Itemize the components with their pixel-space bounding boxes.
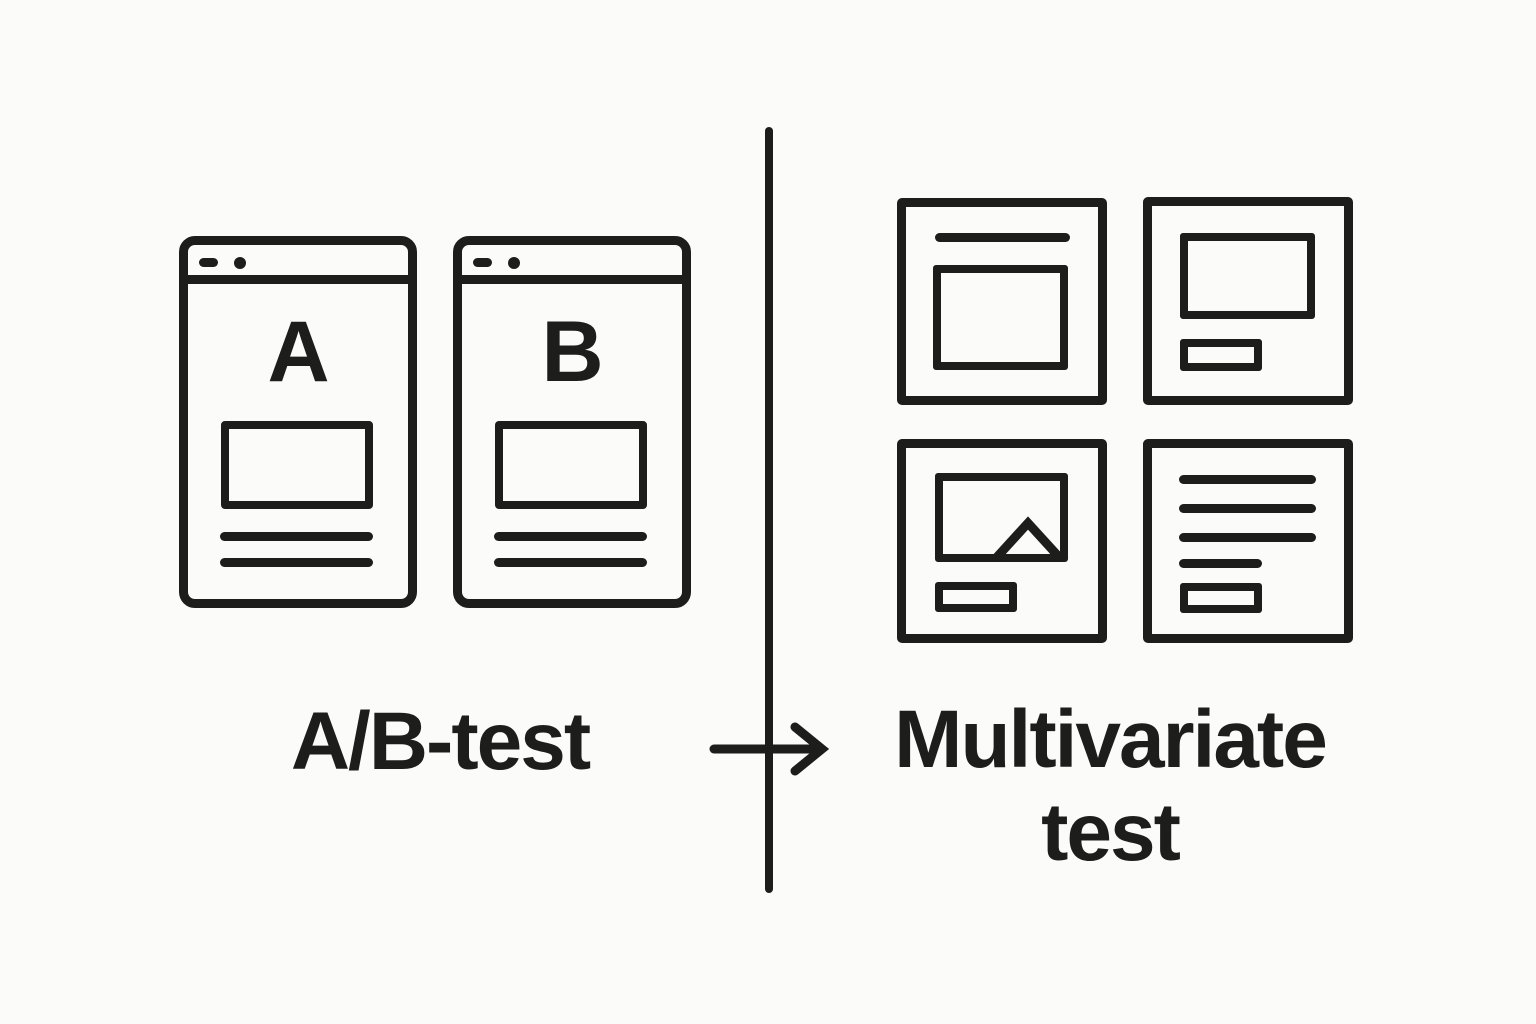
divider-line — [765, 127, 773, 893]
right-section-label-line1: Multivariate — [894, 694, 1328, 785]
arrow-right-icon — [709, 722, 830, 776]
right-section-label-line2: test — [1041, 786, 1181, 878]
variant-b-letter: B — [541, 304, 603, 400]
variant-tile-picture-button — [897, 439, 1107, 643]
variant-tile-image-button — [1143, 197, 1353, 405]
large-image-placeholder — [933, 265, 1068, 370]
text-line-placeholder — [494, 532, 647, 541]
image-placeholder — [495, 421, 647, 509]
variant-a-window: A — [179, 236, 417, 608]
window-titlebar — [188, 245, 408, 284]
mountain-icon — [992, 516, 1064, 562]
text-line-placeholder — [1179, 533, 1316, 542]
right-section-label: Multivariate test — [850, 694, 1370, 879]
window-control-dot-icon — [508, 257, 520, 269]
short-text-line-placeholder — [1179, 559, 1262, 568]
window-titlebar — [462, 245, 682, 284]
variant-tile-text-button — [1143, 439, 1353, 643]
variant-tile-headline-image — [897, 198, 1107, 405]
window-control-dash-icon — [473, 258, 492, 267]
text-line-placeholder — [1179, 475, 1316, 484]
text-line-placeholder — [494, 558, 647, 567]
window-control-dot-icon — [234, 257, 246, 269]
text-line-placeholder — [1179, 504, 1316, 513]
variant-a-letter: A — [267, 304, 329, 400]
headline-line-placeholder — [935, 233, 1070, 242]
button-placeholder — [1180, 583, 1262, 613]
variant-b-window: B — [453, 236, 691, 608]
button-placeholder — [1180, 339, 1262, 371]
left-section-label: A/B-test — [290, 696, 591, 787]
image-placeholder — [1180, 233, 1315, 319]
text-line-placeholder — [220, 558, 373, 567]
button-placeholder — [935, 582, 1017, 612]
window-control-dash-icon — [199, 258, 218, 267]
image-placeholder — [221, 421, 373, 509]
text-line-placeholder — [220, 532, 373, 541]
